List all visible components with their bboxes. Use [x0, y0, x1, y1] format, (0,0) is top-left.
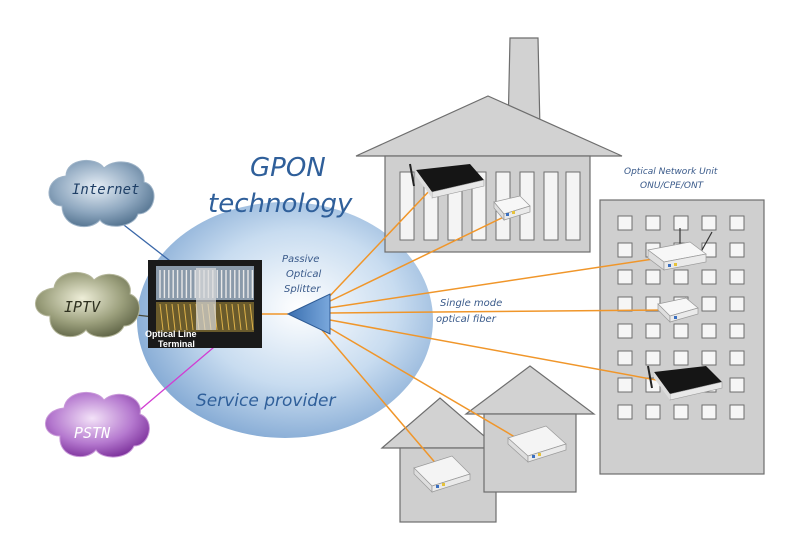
office-window [617, 215, 633, 231]
office-window [729, 323, 745, 339]
olt-patch-cable [219, 303, 224, 331]
office-window [645, 404, 661, 420]
splitter-label-line3: Splitter [284, 284, 321, 295]
onu-label-line1: Optical Network Unit [624, 167, 718, 177]
office-window [617, 296, 633, 312]
internet-cloud: Internet [48, 160, 155, 228]
onu-label-line2: ONU/CPE/ONT [640, 181, 705, 191]
olt-patch-cable [171, 303, 176, 331]
office-window [617, 242, 633, 258]
fiber-lines [262, 187, 679, 467]
house-right [464, 365, 596, 493]
office-window [617, 404, 633, 420]
pstn-label: PSTN [74, 424, 111, 442]
office-window [729, 350, 745, 366]
office-window [729, 269, 745, 285]
olt-patch-cable [177, 303, 182, 331]
fiber-label-line2: optical fiber [436, 314, 497, 325]
office-window [645, 215, 661, 231]
office-window [701, 215, 717, 231]
title-line1: GPON [250, 153, 326, 183]
office-window [701, 404, 717, 420]
splitter-label-line2: Optical [286, 269, 322, 280]
onu-modem-white-2 [647, 228, 713, 271]
olt-patch-cable [165, 303, 170, 331]
pstn-link [127, 341, 221, 421]
onu-modem-house-right [507, 425, 567, 463]
olt-label-line2: Terminal [158, 339, 195, 349]
office-window [645, 269, 661, 285]
iptv-cloud: IPTV [35, 272, 140, 338]
olt-rack: Optical Line Terminal [145, 260, 262, 349]
office-window [729, 215, 745, 231]
internet-label: Internet [72, 182, 139, 198]
olt-patch-cable [237, 303, 242, 331]
office-window [701, 269, 717, 285]
pstn-cloud: PSTN [45, 392, 150, 458]
office-window [645, 350, 661, 366]
olt-patch-cable [249, 303, 254, 331]
office-window [645, 323, 661, 339]
office-building [599, 199, 765, 475]
olt-patch-cable [243, 303, 248, 331]
olt-patch-cable [225, 303, 230, 331]
office-window [729, 377, 745, 393]
office-window [673, 350, 689, 366]
fiber-label-line1: Single mode [440, 298, 502, 309]
office-window [701, 323, 717, 339]
service-provider-label: Service provider [196, 391, 336, 411]
onu-modem-house-left [413, 455, 471, 493]
office-window [617, 323, 633, 339]
main-building [355, 37, 623, 253]
office-window [729, 404, 745, 420]
onu-modem-white-1 [493, 195, 531, 221]
title-line2: technology [208, 189, 353, 219]
office-window [617, 269, 633, 285]
onu-router-black-1 [409, 163, 485, 199]
splitter-label-line1: Passive [282, 254, 319, 265]
olt-label-line1: Optical Line [145, 329, 197, 339]
office-window [701, 350, 717, 366]
office-window [617, 377, 633, 393]
office-window [617, 350, 633, 366]
office-window [729, 296, 745, 312]
office-window [673, 323, 689, 339]
office-window [673, 269, 689, 285]
olt-patch-cable [183, 303, 188, 331]
office-window [673, 404, 689, 420]
olt-patch-cable [189, 303, 194, 331]
office-window [701, 296, 717, 312]
onu-router-black-2 [647, 365, 723, 401]
iptv-label: IPTV [64, 298, 101, 316]
office-window [673, 215, 689, 231]
office-window [729, 242, 745, 258]
olt-patch-cable [159, 303, 164, 331]
onu-modem-white-3 [657, 297, 699, 323]
optical-splitter [286, 293, 331, 335]
olt-patch-cable [231, 303, 236, 331]
